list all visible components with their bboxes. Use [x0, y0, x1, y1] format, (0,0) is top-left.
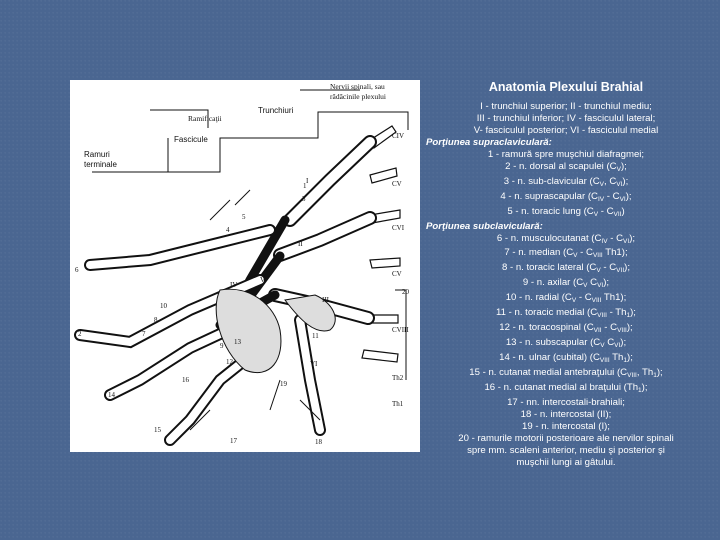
legend-item: 10 - n. radial (CV - CVIII Th1);: [505, 292, 627, 305]
level-label: CV: [392, 180, 402, 188]
figure-number: 19: [280, 380, 287, 388]
legend-item: 6 - n. musculocutanat (CIV - CVI);: [496, 232, 636, 245]
legend-item: 7 - n. median (CV - CVIII Th1);: [504, 247, 628, 260]
brachial-plexus-figure: Ramificaţii Trunchiuri Nervii spinali, s…: [70, 80, 420, 452]
page-title: Anatomia Plexului Brahial: [488, 80, 644, 94]
roman-label: III: [322, 296, 329, 304]
legend-item: 1 - ramură spre muşchiul diafragmei;: [487, 148, 645, 160]
label-trunchiuri: Trunchiuri: [258, 106, 294, 115]
legend-line: I - trunchiul superior; II - trunchiul m…: [480, 101, 652, 112]
figure-number: 10: [160, 302, 167, 310]
roman-label: V: [260, 276, 266, 284]
roman-label: II: [298, 240, 303, 248]
legend-item: 12 - n. toracospinal (CVII - CVIII);: [499, 322, 633, 335]
label-nervi-line1: Nervii spinali, sau: [330, 82, 385, 91]
label-ramuri-line2: terminale: [84, 160, 117, 169]
figure-number: 6: [75, 266, 79, 274]
legend-item: 4 - n. suprascapular (CIV - CVI);: [500, 190, 632, 203]
level-label: Th2: [392, 374, 404, 382]
label-fascicule: Fascicule: [174, 135, 208, 144]
plexus-diagram: [74, 89, 409, 446]
legend-item: 19 - n. intercostal (I);: [522, 420, 610, 432]
figure-number: 14: [108, 391, 115, 399]
level-label: CVI: [392, 224, 405, 232]
figure-number: 5: [242, 213, 246, 221]
legend-item: 16 - n. cutanat medial al braţului (Th1)…: [484, 382, 648, 395]
legend-heading-supraclavicular: Porţiunea supraclaviculară:: [426, 136, 552, 148]
figure-number: 16: [182, 376, 189, 384]
figure-number: 11: [312, 332, 319, 340]
roman-label: VI: [310, 360, 318, 368]
figure-number: 7: [142, 330, 146, 338]
legend-closing-line: spre mm. scaleni anterior, mediu şi post…: [467, 444, 665, 456]
legend-text: I - trunchiul superior; II - trunchiul m…: [424, 101, 708, 469]
level-label: CIV: [392, 132, 405, 140]
level-label: CVIII: [392, 326, 409, 334]
legend-item: 5 - n. toracic lung (CV - CVII): [507, 205, 625, 218]
legend-item: 17 - nn. intercostali-brahiali;: [507, 397, 625, 409]
legend-closing-line: 20 - ramurile motorii posterioare ale ne…: [458, 432, 674, 444]
legend-item: 18 - n. intercostal (II);: [520, 408, 612, 420]
level-label: Th1: [392, 400, 404, 408]
roman-label: I: [306, 177, 309, 185]
label-nervi-line2: rădăcinile plexului: [330, 92, 387, 101]
figure-number: 18: [315, 438, 322, 446]
figure-number: 15: [154, 426, 161, 434]
label-ramuri-line1: Ramuri: [84, 150, 110, 159]
legend-item: 3 - n. sub-clavicular (CV, CVI);: [503, 175, 629, 188]
legend-item: 14 - n. ulnar (cubital) (CVIII Th1);: [499, 352, 633, 365]
figure-number: 3: [302, 195, 306, 203]
legend-closing-line: muşchii lungi ai gâtului.: [516, 456, 616, 468]
figure-number: 9: [220, 342, 224, 350]
legend-heading-subclavicular: Porţiunea subclaviculară:: [426, 220, 543, 232]
figure-number: 1: [303, 182, 307, 190]
legend-item: 8 - n. toracic lateral (CV - CVII);: [501, 262, 630, 275]
legend-line: III - trunchiul inferior; IV - fasciculu…: [476, 112, 656, 124]
figure-number: 12: [226, 358, 233, 366]
legend-item: 2 - n. dorsal al scapulei (CV);: [505, 160, 627, 173]
level-label: CV: [392, 270, 402, 278]
legend-item: 13 - n. subscapular (CV CVI);: [505, 337, 627, 350]
figure-number: 17: [230, 437, 237, 445]
legend-line: V- fasciculul posterior; VI - fasciculul…: [473, 124, 659, 136]
legend-item: 11 - n. toracic medial (CVIII - Th1);: [496, 307, 636, 320]
figure-number: 20: [402, 288, 409, 296]
figure-number: 13: [234, 338, 241, 346]
figure-number: 4: [226, 226, 230, 234]
figure-number: 2: [78, 330, 82, 338]
roman-label: IV: [230, 281, 238, 289]
label-ramificatii: Ramificaţii: [188, 114, 222, 123]
legend-item: 15 - n. cutanat medial antebraţului (CVI…: [469, 367, 663, 380]
legend-item: 9 - n. axilar (CV CVI);: [522, 277, 610, 290]
figure-number: 8: [154, 316, 158, 324]
